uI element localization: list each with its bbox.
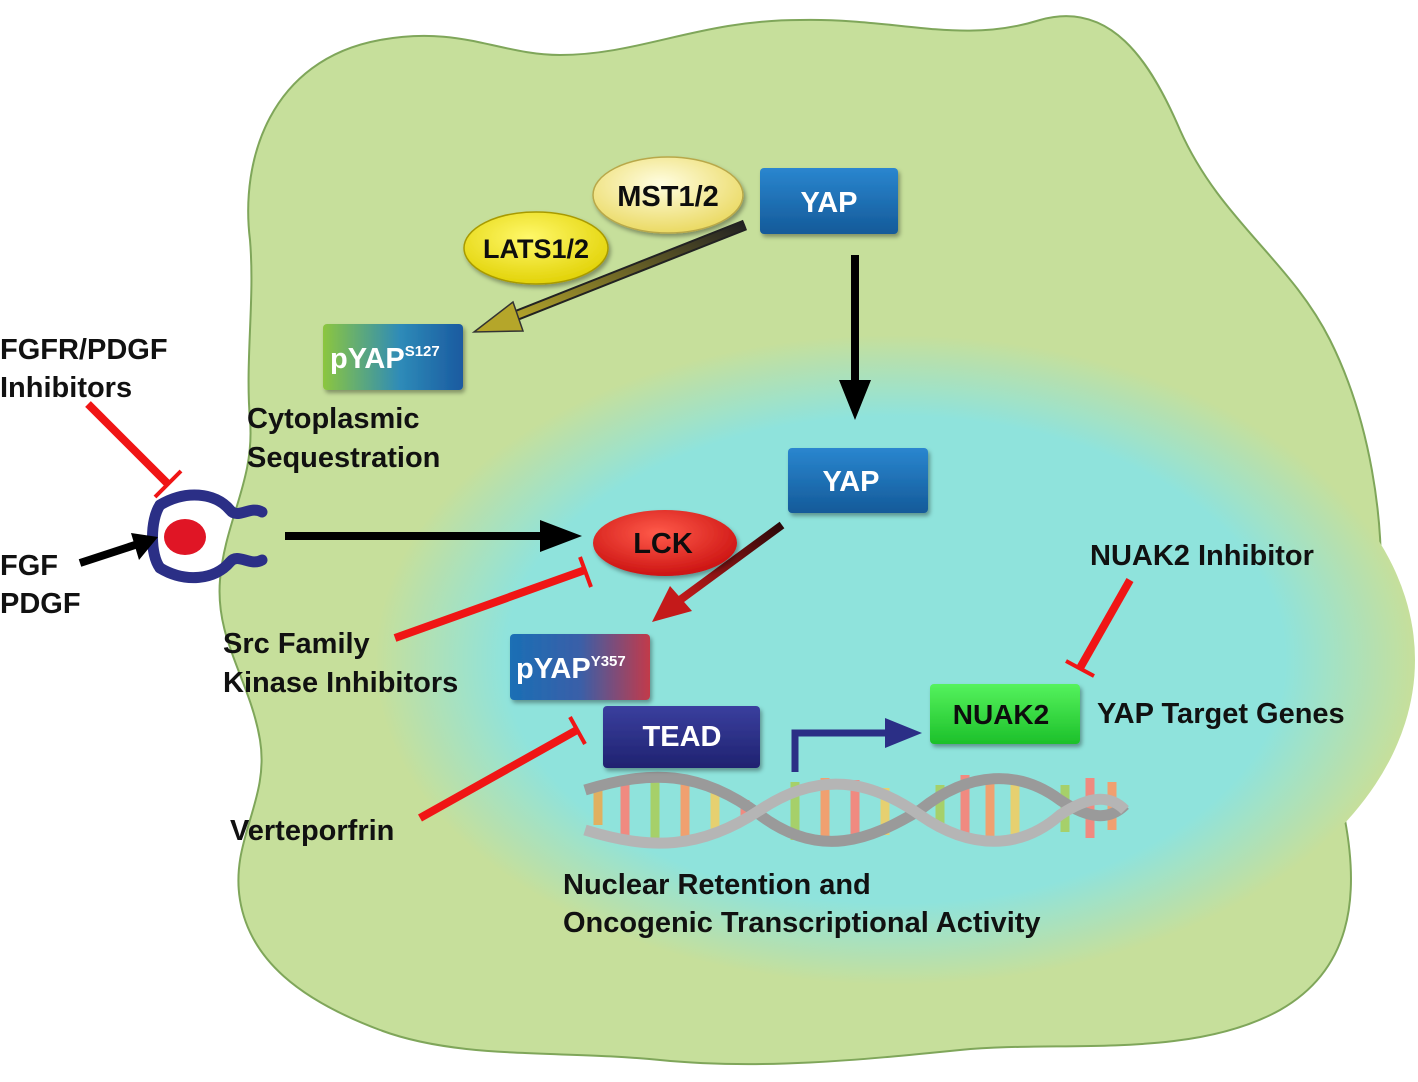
fgfr-inhibitors-label-line1: FGFR/PDGF: [0, 334, 168, 366]
arrow-transcription: [791, 718, 922, 772]
fgf-receptor-icon: [147, 489, 268, 584]
tead-node[interactable]: TEAD: [603, 706, 760, 768]
yap-cytoplasmic-label: YAP: [801, 187, 858, 219]
arrow-receptor-to-lck: [285, 520, 582, 552]
yap-cytoplasmic-node[interactable]: YAP: [760, 168, 898, 234]
nuclear-retention-line2: Oncogenic Transcriptional Activity: [563, 907, 1041, 939]
nuak2-inhibitor-label: NUAK2 Inhibitor: [1090, 540, 1314, 572]
tead-label: TEAD: [643, 721, 722, 753]
inhibitor-fgfr: [85, 401, 183, 499]
arrow-yap-to-pyap-s127: [471, 219, 748, 333]
svg-text:pYAPS127: pYAPS127: [330, 343, 440, 375]
nuclear-retention-line1: Nuclear Retention and: [563, 869, 871, 901]
svg-text:pYAPY357: pYAPY357: [516, 653, 626, 685]
pdgf-label: PDGF: [0, 588, 81, 620]
yap-target-genes-label: YAP Target Genes: [1097, 698, 1345, 730]
lck-label: LCK: [633, 528, 693, 560]
cytoplasmic-sequestration-line1: Cytoplasmic: [247, 403, 419, 435]
lats-node[interactable]: LATS1/2: [463, 211, 609, 285]
arrow-fgf-to-receptor: [78, 533, 158, 567]
yap-nuclear-label: YAP: [823, 466, 880, 498]
nuak2-node[interactable]: NUAK2: [930, 684, 1080, 744]
pyap-s127-node[interactable]: pYAPS127: [323, 324, 463, 390]
verteporfrin-label: Verteporfrin: [230, 815, 394, 847]
arrow-yap-nuclear-translocation: [839, 255, 871, 420]
pyap-s127-superscript: S127: [405, 343, 440, 360]
pyap-y357-label: pYAP: [516, 653, 591, 685]
arrow-lck-to-pyap-y357: [652, 521, 785, 622]
pyap-y357-node[interactable]: pYAPY357: [510, 634, 650, 700]
mst-node[interactable]: MST1/2: [592, 156, 744, 234]
mst-label: MST1/2: [617, 181, 719, 213]
fgf-label: FGF: [0, 550, 58, 582]
nuak2-label: NUAK2: [953, 699, 1049, 730]
lck-node[interactable]: LCK: [593, 510, 737, 576]
lats-label: LATS1/2: [483, 234, 589, 264]
inhibitor-nuak2: [1065, 578, 1134, 678]
cytoplasmic-sequestration-line2: Sequestration: [247, 442, 440, 474]
pyap-y357-superscript: Y357: [591, 653, 626, 670]
src-inhibitors-line1: Src Family: [223, 628, 370, 660]
src-inhibitors-line2: Kinase Inhibitors: [223, 667, 458, 699]
yap-nuclear-node[interactable]: YAP: [788, 448, 928, 513]
inhibitor-verteporfrin: [418, 716, 587, 822]
nucleus: [375, 335, 1415, 985]
dna-helix-icon: [583, 771, 1129, 849]
fgfr-inhibitors-label-line2: Inhibitors: [0, 372, 132, 404]
inhibitor-src: [393, 556, 593, 642]
pyap-s127-label: pYAP: [330, 343, 405, 375]
